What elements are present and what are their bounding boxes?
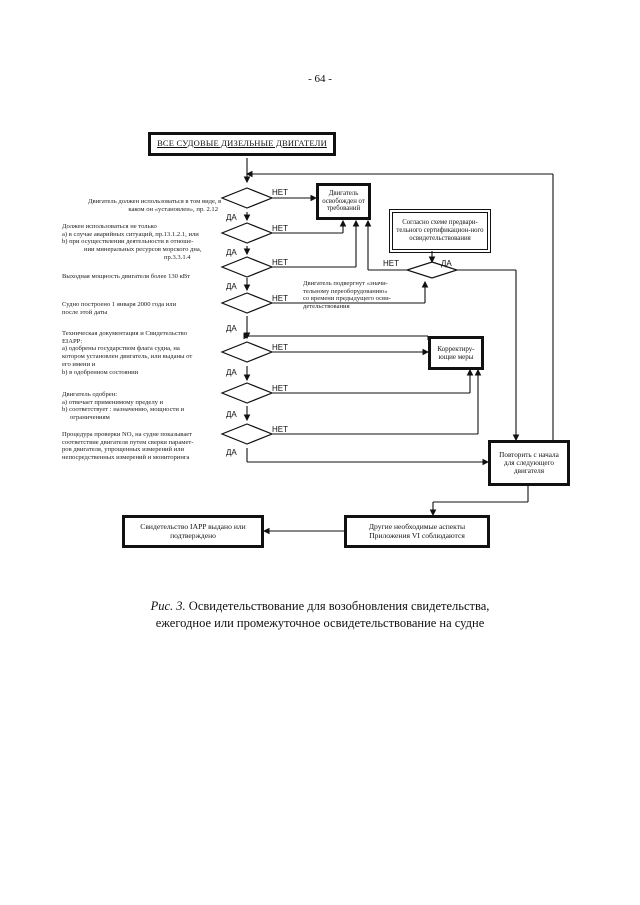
question-5-line-6: b) в одобренном состоянии <box>62 368 139 376</box>
repeat-box: Повторить с начала для следующего двигат… <box>488 440 570 486</box>
yes-label-2: ДА <box>226 248 237 257</box>
preliminary-box: Согласно схеме предвари-тельного сертифи… <box>389 209 491 253</box>
no-label-1: НЕТ <box>272 188 288 197</box>
question-5-line-4: котором установлен двигатель, или выданы… <box>62 353 193 361</box>
no-label-2: НЕТ <box>272 224 288 233</box>
question-6-line-3: b) соответствует : назначению, мощности … <box>62 406 185 414</box>
no-label-7: НЕТ <box>272 425 288 434</box>
question-6: Двигатель одобрен: a) отвечает применимо… <box>62 391 184 422</box>
no-label-4: НЕТ <box>272 294 288 303</box>
yes-label-modification: ДА <box>441 259 452 268</box>
figure-caption: Рис. 3. Освидетельствование для возобнов… <box>0 598 640 632</box>
question-3-line-1: Выходная мощность двигателя более 130 кВ… <box>62 273 191 280</box>
page-number: - 64 - <box>308 73 332 85</box>
corrective-measures-text: Корректиру-ющие меры <box>437 344 475 361</box>
decision-diamond-3 <box>220 256 274 278</box>
caption-text-1: Освидетельствование для возобновления св… <box>188 599 490 613</box>
question-4-line-2: после этой даты <box>62 308 108 316</box>
question-7-line-2: соответствие двигателя путем сверки пара… <box>62 438 194 446</box>
question-5: Техническая документация и Свидетельство… <box>62 330 192 376</box>
question-2-line-4: нии минеральных ресурсов морского дна, <box>84 246 202 254</box>
modification-line-3: со времени предыдущего осви- <box>303 295 391 303</box>
no-label-3: НЕТ <box>272 258 288 267</box>
caption-text-2: ежегодное или промежуточное освидетельст… <box>155 616 485 630</box>
modification-line-1: Двигатель подвергнут «значи- <box>303 280 388 287</box>
yes-label-7: ДА <box>226 448 237 457</box>
yes-label-5: ДА <box>226 368 237 377</box>
question-6-line-4: ограничениям <box>70 414 110 422</box>
question-4: Судно построено 1 января 2000 года или п… <box>62 301 176 316</box>
decision-diamond-4 <box>220 292 274 314</box>
question-7-line-1: Процедура проверки NOₓ на судне показыва… <box>62 431 193 438</box>
decision-diamond-6 <box>220 382 274 404</box>
question-5-line-1: Техническая документация и Свидетельство <box>62 330 188 337</box>
question-2-line-2: a) в случае аварийных ситуаций, пр.13.1.… <box>62 230 199 238</box>
exempt-text: Двигатель освобожден от требований <box>322 189 365 213</box>
no-label-modification: НЕТ <box>383 259 399 268</box>
no-label-6: НЕТ <box>272 384 288 393</box>
exempt-box: Двигатель освобожден от требований <box>316 183 371 220</box>
question-2-line-5: пр.3.3.1.4 <box>164 253 191 261</box>
question-1-line-1: Двигатель должен использоваться в том ви… <box>88 198 222 205</box>
modification-question: Двигатель подвергнут «значи- тельному пе… <box>303 280 391 311</box>
question-7-line-3: ров двигателя, упрощенных измерений или <box>62 446 185 454</box>
certificate-box: Свидетельство IAPP выдано или подтвержде… <box>122 515 264 548</box>
question-2-line-1: Должен использоваться не только <box>62 223 157 230</box>
question-5-line-2: EIAPP: <box>62 337 83 345</box>
modification-line-2: тельному переоборудованию» <box>303 287 388 295</box>
modification-line-4: детельствования <box>303 303 350 311</box>
question-7-line-4: непосредственных измерений и мониторинга <box>62 454 190 462</box>
question-3: Выходная мощность двигателя более 130 кВ… <box>62 273 190 281</box>
other-aspects-box: Другие необходимые аспекты Приложения VI… <box>344 515 490 548</box>
repeat-text: Повторить с начала для следующего двигат… <box>499 450 559 476</box>
question-2: Должен использоваться не только a) в слу… <box>62 223 201 262</box>
yes-label-1: ДА <box>226 213 237 222</box>
decision-diamond-2 <box>220 222 274 244</box>
corrective-measures-box: Корректиру-ющие меры <box>428 336 484 370</box>
decision-diamond-1 <box>220 187 274 209</box>
question-5-line-3: a) одобрены государством флага судна, на <box>62 345 180 353</box>
question-1-line-2: каком он «установлен», пр. 2.12 <box>128 205 218 213</box>
title-box: ВСЕ СУДОВЫЕ ДИЗЕЛЬНЫЕ ДВИГАТЕЛИ <box>148 132 336 156</box>
caption-line-1: Рис. 3. Освидетельствование для возобнов… <box>0 598 640 615</box>
no-label-5: НЕТ <box>272 343 288 352</box>
decision-diamond-modification <box>405 261 459 279</box>
yes-label-4: ДА <box>226 324 237 333</box>
question-6-line-1: Двигатель одобрен: <box>62 391 118 398</box>
yes-label-6: ДА <box>226 410 237 419</box>
question-7: Процедура проверки NOₓ на судне показыва… <box>62 431 193 462</box>
decision-diamond-7 <box>220 423 274 445</box>
question-2-line-3: b) при осуществлении деятельности в отно… <box>62 238 194 246</box>
caption-label: Рис. 3. <box>150 599 186 613</box>
other-aspects-text: Другие необходимые аспекты Приложения VI… <box>368 521 466 540</box>
preliminary-text: Согласно схеме предвари-тельного сертифи… <box>396 219 484 242</box>
question-5-line-5: его имени и <box>62 360 96 368</box>
question-1: Двигатель должен использоваться в том ви… <box>88 198 222 213</box>
decision-diamond-5 <box>220 341 274 363</box>
certificate-text: Свидетельство IAPP выдано или подтвержде… <box>140 521 246 540</box>
question-4-line-1: Судно построено 1 января 2000 года или <box>62 301 177 308</box>
yes-label-3: ДА <box>226 282 237 291</box>
question-6-line-2: a) отвечает применимому пределу и <box>62 398 164 406</box>
title-text: ВСЕ СУДОВЫЕ ДИЗЕЛЬНЫЕ ДВИГАТЕЛИ <box>157 138 327 149</box>
